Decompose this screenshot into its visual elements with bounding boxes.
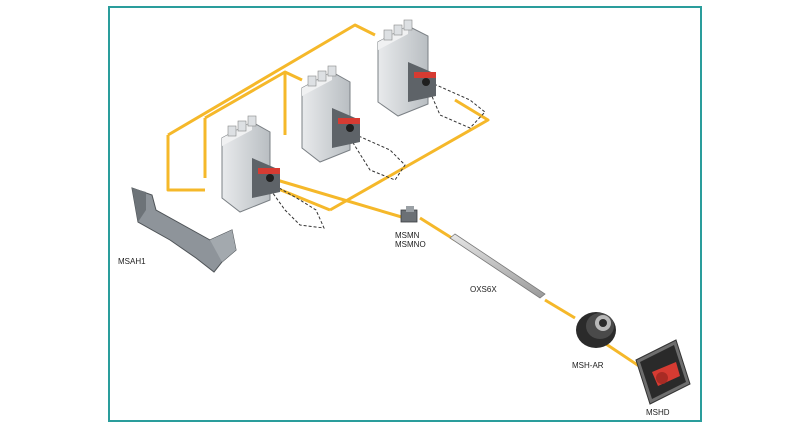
motor-starter-icon [377,19,486,129]
shaft-adapter-icon [576,312,616,348]
diagram-frame [108,6,702,422]
label-auxiliary-2: MSMNO [395,240,426,249]
label-auxiliary-1: MSMN [395,231,420,240]
connector-lines [166,23,649,374]
motor-starter-icon [221,115,325,229]
label-shaft: OXS6X [470,285,497,294]
mounting-bracket-icon [131,187,237,273]
rotary-handle-icon [635,339,691,405]
motor-starter-icon [301,65,406,181]
label-bracket: MSAH1 [118,257,146,266]
label-adapter: MSH-AR [572,361,604,370]
auxiliary-contact-icon [400,206,418,223]
label-handle: MSHD [646,408,670,417]
extension-shaft-icon [449,233,546,299]
